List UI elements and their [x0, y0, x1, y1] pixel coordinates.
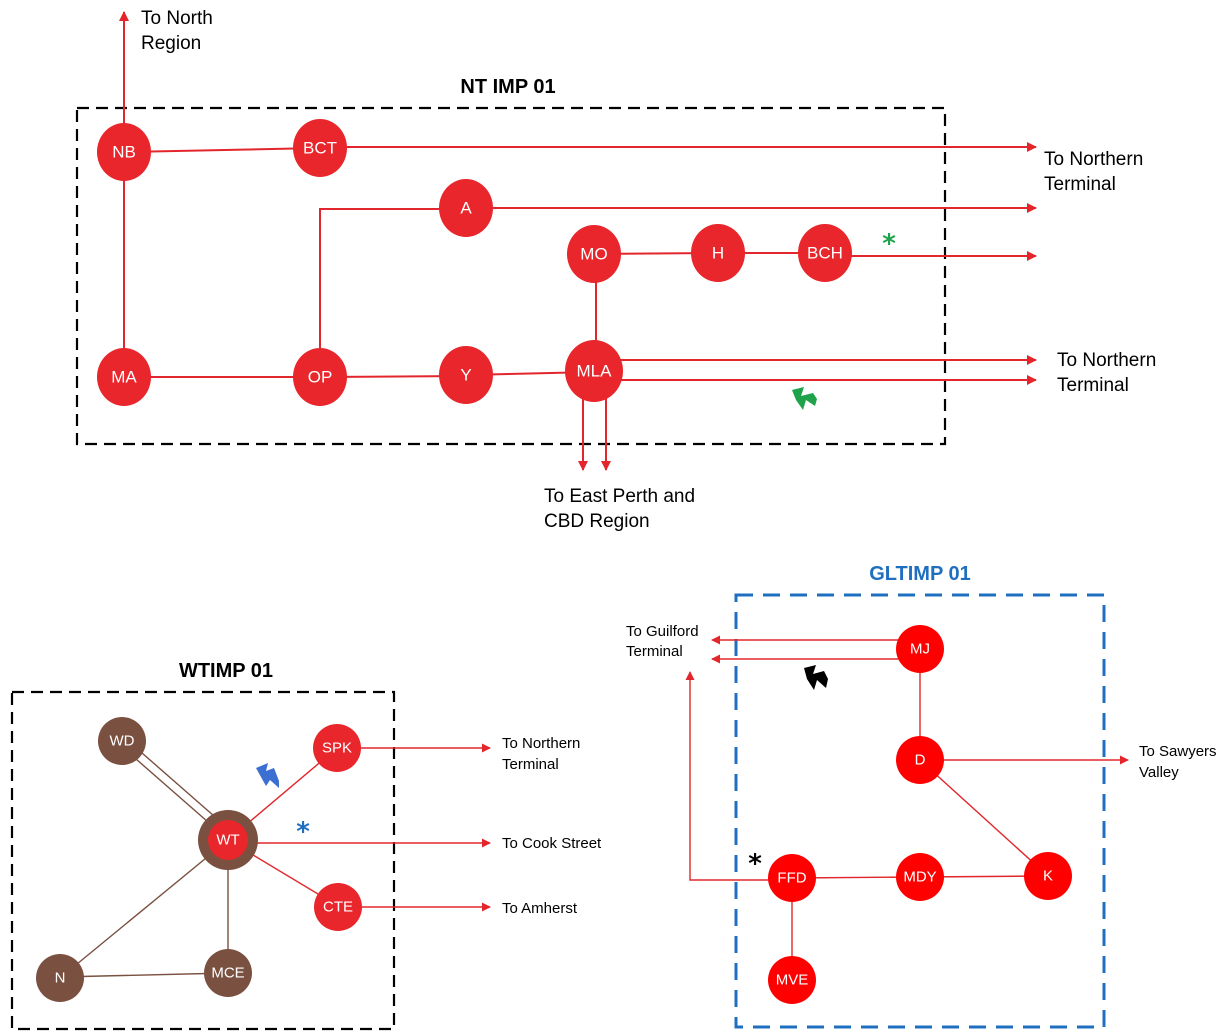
gltimp-01-group: GLTIMP 01 MJ D K FFD [626, 563, 1217, 1029]
node-h-label: H [712, 244, 724, 263]
edge-ffd-guilford [685, 671, 792, 881]
node-bct[interactable]: BCT [293, 119, 347, 177]
node-bct-label: BCT [303, 139, 337, 158]
wt-title: WTIMP 01 [179, 660, 273, 682]
node-spk[interactable]: SPK [313, 724, 361, 772]
node-mce-label: MCE [211, 965, 244, 982]
wt-boundary-box [10, 690, 396, 1031]
node-y[interactable]: Y [439, 346, 493, 404]
node-mve-label: MVE [776, 972, 809, 989]
edge-nb-bct [123, 147, 321, 153]
nt-to-northern-terminal-2-line1: To Northern [1057, 350, 1156, 371]
gl-title: GLTIMP 01 [869, 563, 971, 585]
wt-to-northern-terminal-line1: To Northern [502, 735, 580, 752]
node-d[interactable]: D [896, 736, 944, 784]
node-a[interactable]: A [439, 179, 493, 237]
node-mj[interactable]: MJ [896, 625, 944, 673]
node-ma[interactable]: MA [97, 348, 151, 406]
node-mo[interactable]: MO [567, 225, 621, 283]
node-n[interactable]: N [36, 954, 84, 1002]
node-nb[interactable]: NB [97, 123, 151, 181]
node-d-label: D [915, 752, 926, 769]
node-mla-label: MLA [577, 362, 613, 381]
gl-to-guilford-line1: To Guilford [626, 623, 699, 640]
node-wd[interactable]: WD [98, 717, 146, 765]
node-op[interactable]: OP [293, 348, 347, 406]
edge-op-a [319, 208, 466, 376]
gl-to-sawyers-line2: Valley [1139, 764, 1179, 781]
nt-to-northern-terminal-2-line2: Terminal [1057, 375, 1129, 396]
nt-to-east-perth-line2: CBD Region [544, 511, 650, 532]
gl-edges [685, 635, 1129, 980]
node-wt-label: WT [216, 832, 239, 849]
nt-title: NT IMP 01 [460, 76, 555, 98]
node-mve[interactable]: MVE [768, 956, 816, 1004]
nt-to-north-region-line1: To North [141, 8, 213, 29]
wtimp-01-group: WTIMP 01 WD WT SPK CTE [10, 660, 602, 1031]
wt-to-amherst: To Amherst [502, 900, 578, 917]
node-mce[interactable]: MCE [204, 949, 252, 997]
gl-to-sawyers-line1: To Sawyers [1139, 743, 1217, 760]
green-lightning-icon [792, 387, 817, 410]
node-mj-label: MJ [910, 641, 930, 658]
nt-to-northern-terminal-1-line2: Terminal [1044, 174, 1116, 195]
edge-wt-n [59, 839, 229, 979]
node-mo-label: MO [580, 245, 607, 264]
node-y-label: Y [460, 366, 471, 385]
node-ffd[interactable]: FFD [768, 854, 816, 902]
gl-boundary-box [734, 593, 1106, 1029]
node-k[interactable]: K [1024, 852, 1072, 900]
node-cte[interactable]: CTE [314, 883, 362, 931]
nt-to-east-perth-line1: To East Perth and [544, 486, 695, 507]
node-wd-label: WD [110, 733, 135, 750]
black-star-icon: * [748, 849, 762, 879]
node-mla[interactable]: MLA [565, 340, 623, 402]
nt-boundary-box [75, 106, 947, 446]
node-k-label: K [1043, 868, 1053, 885]
edge-n-mce [59, 972, 229, 978]
node-cte-label: CTE [323, 899, 353, 916]
green-star-icon: * [882, 229, 896, 259]
wt-to-northern-terminal-line2: Terminal [502, 756, 559, 773]
node-mdy-label: MDY [903, 869, 936, 886]
wt-to-cook-street: To Cook Street [502, 835, 602, 852]
node-bch[interactable]: BCH [798, 224, 852, 282]
node-wt[interactable]: WT [198, 810, 258, 870]
node-n-label: N [55, 970, 66, 987]
node-ffd-label: FFD [777, 870, 806, 887]
node-mdy[interactable]: MDY [896, 853, 944, 901]
node-spk-label: SPK [322, 740, 352, 757]
node-bch-label: BCH [807, 244, 843, 263]
gl-to-guilford-line2: Terminal [626, 643, 683, 660]
node-a-label: A [460, 199, 472, 218]
edge-d-k [919, 759, 1049, 877]
black-lightning-icon [804, 665, 828, 690]
node-ma-label: MA [111, 368, 137, 387]
nt-imp-01-group: NT IMP 01 NB BCT [75, 8, 1156, 532]
node-nb-label: NB [112, 143, 136, 162]
blue-lightning-icon [256, 763, 279, 788]
node-op-label: OP [308, 368, 333, 387]
node-h[interactable]: H [691, 224, 745, 282]
nt-to-north-region-line2: Region [141, 33, 201, 54]
blue-star-icon: * [296, 817, 310, 847]
nt-to-northern-terminal-1-line1: To Northern [1044, 149, 1143, 170]
